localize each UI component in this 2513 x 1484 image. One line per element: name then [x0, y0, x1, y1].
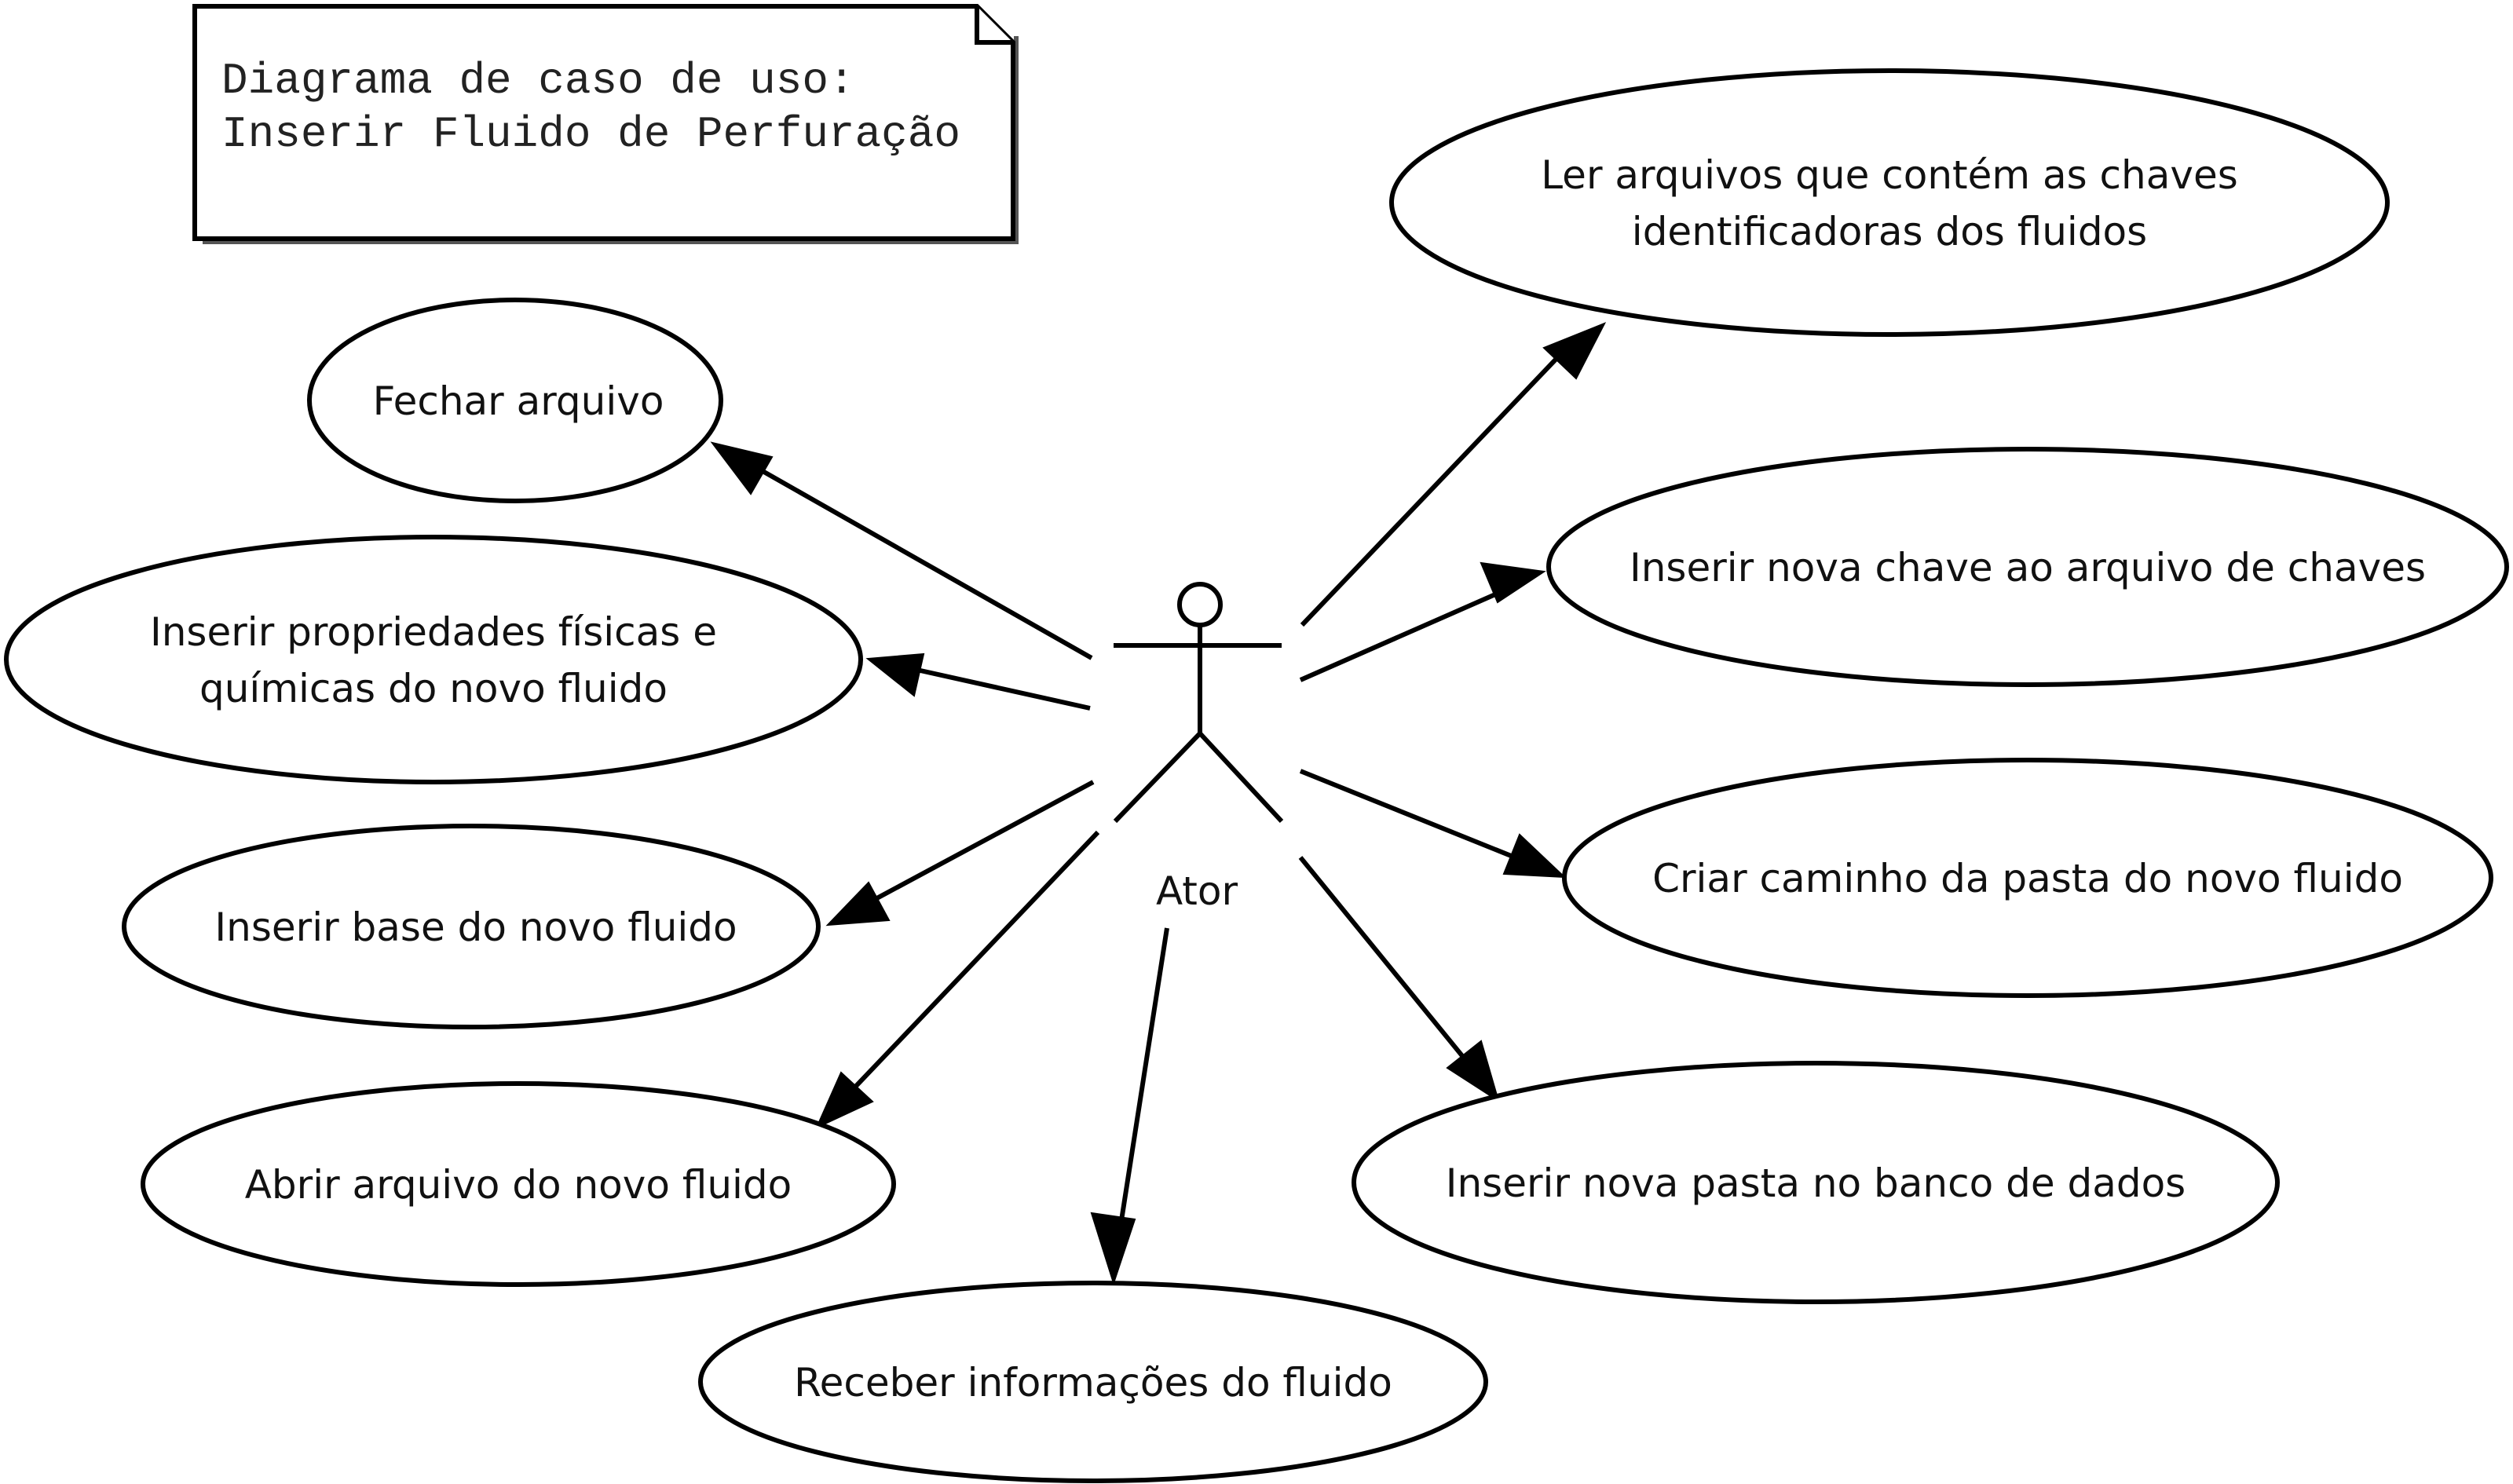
arrowhead-ler-arquivos	[1542, 322, 1607, 380]
use-case-inserir-nova-pasta: Inserir nova pasta no banco de dados	[1352, 1061, 2280, 1304]
use-case-fechar-arquivo: Fechar arquivo	[307, 298, 723, 503]
diagram-title-note: Diagrama de caso de uso: Inserir Fluido …	[192, 4, 1019, 244]
use-case-label-line: Inserir nova pasta no banco de dados	[1446, 1161, 2186, 1206]
assoc-inserir-nova-chave	[1299, 587, 1509, 682]
use-case-label-line: identificadoras dos fluidos	[1632, 209, 2147, 254]
arrowhead-inserir-nova-chave	[1480, 561, 1546, 604]
use-case-label-line: Receber informações do fluido	[794, 1360, 1392, 1405]
assoc-inserir-propriedades	[905, 665, 1091, 711]
use-case-label-line: químicas do novo fluido	[199, 666, 668, 711]
assoc-inserir-base	[861, 780, 1095, 908]
note-line-2: Inserir Fluido de Perfuração	[221, 109, 960, 159]
associations	[710, 322, 1607, 1286]
actor-head	[1177, 582, 1223, 627]
assoc-ler-arquivos	[1300, 345, 1570, 627]
actor: Ator	[1113, 582, 1284, 914]
use-case-inserir-base: Inserir base do novo fluido	[122, 824, 821, 1029]
actor-label: Ator	[1156, 868, 1238, 914]
use-case-abrir-arquivo: Abrir arquivo do novo fluido	[141, 1081, 896, 1287]
arrowhead-inserir-base	[825, 881, 891, 927]
use-case-label-line: Inserir propriedades físicas e	[150, 609, 717, 655]
use-case-inserir-nova-chave: Inserir nova chave ao arquivo de chaves	[1546, 447, 2509, 687]
use-case-inserir-propriedades: Inserir propriedades físicas e químicas …	[4, 535, 863, 784]
assoc-criar-caminho	[1299, 769, 1528, 864]
assoc-abrir-arquivo	[841, 830, 1100, 1102]
arrowhead-criar-caminho	[1502, 833, 1567, 879]
arrowhead-fechar-arquivo	[710, 441, 774, 495]
use-case-label-line: Inserir nova chave ao arquivo de chaves	[1630, 545, 2426, 590]
arrowhead-receber-informacoes	[1090, 1212, 1136, 1286]
use-case-label-line: Fechar arquivo	[373, 378, 664, 424]
actor-right-leg	[1198, 731, 1284, 824]
use-case-label-line: Ler arquivos que contém as chaves	[1541, 152, 2238, 198]
use-case-receber-informacoes: Receber informações do fluido	[698, 1281, 1488, 1483]
note-line-1: Diagrama de caso de uso:	[221, 56, 855, 106]
arrowhead-abrir-arquivo	[815, 1071, 874, 1130]
assoc-receber-informacoes	[1116, 927, 1169, 1241]
arrowhead-inserir-nova-pasta	[1446, 1040, 1500, 1103]
arrowhead-inserir-propriedades	[865, 652, 925, 697]
use-case-label-line: Abrir arquivo do novo fluido	[245, 1162, 792, 1208]
assoc-fechar-arquivo	[744, 459, 1093, 660]
use-case-criar-caminho: Criar caminho da pasta do novo fluido	[1562, 758, 2493, 998]
use-case-label-line: Criar caminho da pasta do novo fluido	[1652, 856, 2403, 901]
actor-left-leg	[1113, 731, 1202, 824]
use-case-label-line: Inserir base do novo fluido	[214, 905, 737, 950]
use-case-ler-arquivos: Ler arquivos que contém as chaves identi…	[1389, 68, 2390, 337]
assoc-inserir-nova-pasta	[1298, 856, 1476, 1071]
